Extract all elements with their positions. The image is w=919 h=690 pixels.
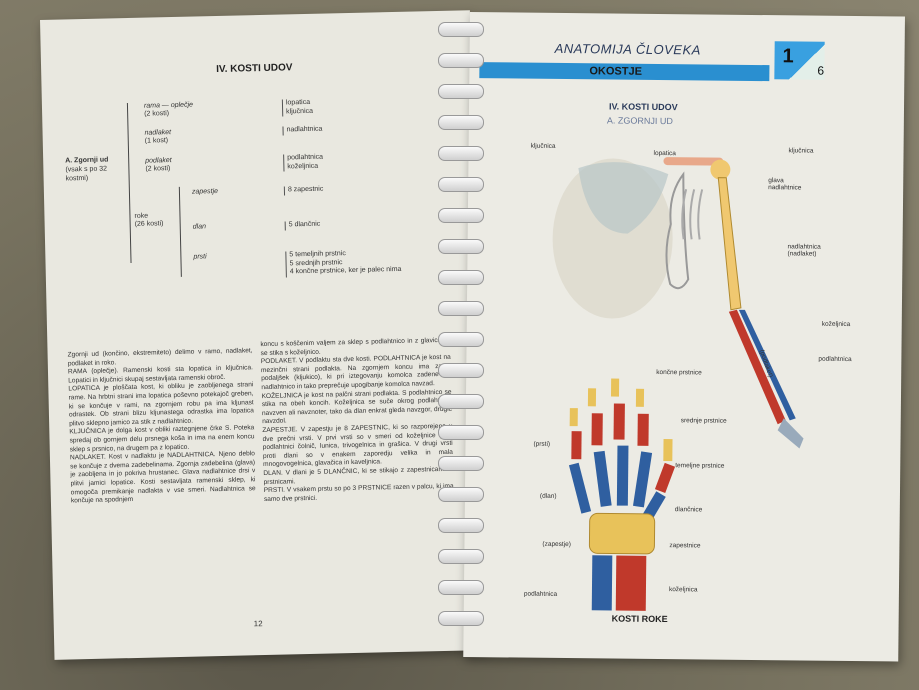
body-column-1: Zgornji ud (končino, ekstremiteto) delim… (67, 347, 258, 505)
spiral-coil (438, 177, 484, 192)
spiral-coil (438, 425, 484, 440)
spiral-coil (438, 363, 484, 378)
page-number: 12 (253, 619, 263, 629)
root-sub: (vsak s po 32 kostmi) (65, 165, 108, 182)
spiral-coil (438, 456, 484, 471)
roke-count: (26 kosti) (134, 220, 164, 228)
section-bar-label: OKOSTJE (589, 65, 643, 78)
humerus-head (710, 159, 731, 180)
spiral-coil (438, 208, 484, 223)
row-bones: nadlahtnica (282, 125, 323, 136)
label-temeljne: temeljne prstnice (675, 462, 725, 470)
spiral-coil (438, 394, 484, 409)
spiral-coil (438, 611, 484, 626)
finger-bones (568, 378, 676, 527)
label-kljucnica-left: ključnica (530, 142, 556, 150)
label-lopatica-left: lopatica (653, 149, 676, 158)
label-koncne: končne prstnice (656, 368, 702, 377)
left-page-title: IV. KOSTI UDOV (216, 62, 293, 76)
spiral-coil (438, 270, 484, 285)
main-brace (126, 103, 132, 264)
spiral-coil (438, 580, 484, 595)
spiral-coil (438, 487, 484, 502)
row-part: zapestje (191, 188, 219, 196)
spiral-coil (438, 84, 484, 99)
spiral-coil (438, 301, 484, 316)
spiral-binding (438, 22, 484, 642)
spiral-coil (438, 549, 484, 564)
humerus-bone (717, 177, 742, 311)
row-part: dlan (192, 223, 207, 231)
spiral-coil (438, 115, 484, 130)
radius-hand-bone (615, 555, 647, 611)
chapter-number: 1 (782, 45, 794, 68)
label-prsti: (prsti) (533, 440, 551, 448)
row-bones: 5 temeljnih prstnic 5 srednjih prstnic 4… (285, 248, 402, 277)
spiral-coil (438, 518, 484, 533)
row-bones: 8 zapestnic (283, 185, 324, 196)
right-page-title: IV. KOSTI UDOV (608, 101, 678, 113)
hand-illustration (568, 378, 676, 611)
radius-bone (728, 309, 786, 425)
body-column-2: koncu s koščenim valjem za sklep s podla… (260, 336, 453, 503)
label-zapestje: (zapestje) (542, 540, 572, 549)
header-title: ANATOMIJA ČLOVEKA (554, 40, 701, 58)
label-nadlahtnica: nadlahtnica (nadlaket) (787, 243, 821, 258)
roke-brace (178, 186, 182, 277)
label-dlan: (dlan) (539, 492, 557, 500)
spiral-coil (438, 22, 484, 37)
label-podlahtnica-arm: podlahtnica (818, 355, 852, 364)
ribs (681, 189, 704, 240)
hand-bones (777, 418, 804, 449)
label-kozeljnica-hand: koželjnica (668, 586, 698, 594)
right-page-subtitle: A. ZGORNJI UD (606, 115, 673, 127)
clavicle-bone (663, 157, 724, 166)
spiral-coil (438, 53, 484, 68)
row-count: (1 kost) (144, 137, 169, 145)
spiral-coil (438, 239, 484, 254)
ulna-bone (738, 309, 796, 421)
label-kozeljnica-arm: koželjnica (821, 320, 851, 328)
label-dlancnice: dlančnice (674, 506, 703, 514)
row-count: (2 kosti) (145, 165, 171, 173)
spiral-coil (438, 332, 484, 347)
label-glava: glava nadlahtnice (768, 177, 802, 192)
row-bones: podlahtnica koželjnica (283, 153, 324, 172)
row-count: (2 kosti) (144, 110, 170, 118)
carpal-bones (588, 512, 656, 555)
row-part: prsti (193, 253, 207, 261)
figure-caption: KOSTI ROKE (611, 613, 668, 625)
right-page: ANATOMIJA ČLOVEKA OKOSTJE 1 6 IV. KOSTI … (463, 12, 905, 662)
arm-illustration (552, 157, 804, 449)
spiral-coil (438, 146, 484, 161)
scapula-shape (578, 162, 669, 234)
label-srednje: srednje prstnice (680, 417, 727, 425)
chapter-sub: 6 (817, 63, 825, 78)
label-podlahtnica-hand: podlahtnica (523, 590, 558, 598)
ulna-hand-bone (591, 555, 613, 611)
ribcage-outline (665, 171, 690, 290)
row-bones: 5 dlančnic (284, 220, 321, 230)
row-bones: lopatica ključnica (281, 98, 314, 117)
label-zapestnice: zapestnice (669, 542, 701, 550)
left-page: IV. KOSTI UDOV A. Zgornji ud (vsak s po … (40, 10, 485, 660)
label-kljucnica-right: ključnica (788, 147, 814, 155)
